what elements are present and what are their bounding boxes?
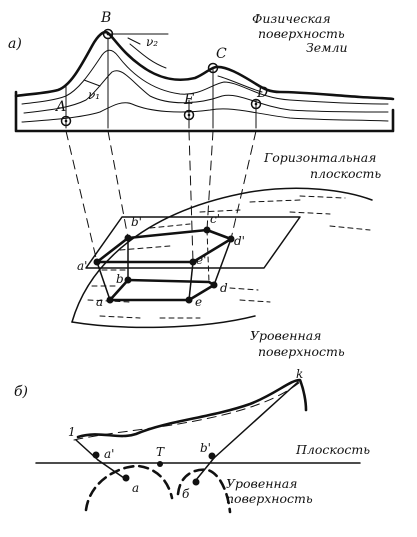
point-B-marker (102, 28, 114, 40)
label-nu2: ν₂ (146, 35, 158, 49)
part-b-diagram (35, 378, 361, 514)
caption-earth-2: поверхность (258, 26, 345, 41)
label-d-prime: d' (234, 234, 245, 248)
terrain-section (14, 28, 395, 133)
point-T (157, 461, 163, 467)
label-b-cyr: б (182, 487, 190, 501)
caption-earth-3: Земли (306, 40, 348, 55)
projection-lines (65, 130, 257, 301)
label-a-prime: a' (77, 259, 87, 273)
stratum-line (217, 75, 263, 93)
label-b: b (116, 272, 124, 286)
label-e: e (195, 295, 202, 309)
stratum-line (21, 102, 389, 123)
point-a-prime (93, 258, 101, 266)
point-C-marker (207, 62, 219, 74)
projection-line (65, 130, 257, 263)
point-E-marker (183, 109, 195, 121)
stratum-line (21, 49, 389, 105)
caption-level-2: поверхность (258, 344, 345, 359)
point-A-dot (64, 119, 68, 123)
point-a (106, 296, 114, 304)
point-b-prime-b (208, 452, 216, 460)
point-b-cyr (192, 478, 200, 486)
label-E: E (183, 92, 194, 108)
caption-level-1: Уровенная (250, 328, 321, 343)
plumb-lines (65, 37, 257, 129)
point-e (185, 296, 193, 304)
caption-plane-1: Горизонтальная (263, 150, 376, 165)
angle-marks (83, 37, 141, 87)
polygon-figure (93, 226, 235, 304)
polygon-edges (96, 237, 232, 301)
label-1: 1 (68, 425, 76, 439)
projection-b (97, 457, 215, 481)
point-d-prime (227, 235, 235, 243)
label-c-prime: c' (210, 212, 220, 226)
point-D-marker (250, 98, 262, 110)
stratum-line (23, 70, 389, 114)
section-box (14, 90, 395, 133)
caption-level-b-2: поверхность (226, 491, 313, 506)
level-surface (71, 187, 373, 329)
level-surface-outline (71, 187, 373, 323)
label-b-prime-b: b' (200, 441, 211, 455)
point-a-b (122, 474, 130, 482)
point-C-dot (211, 66, 215, 70)
point-e-prime (189, 258, 197, 266)
point-A-marker (60, 115, 72, 127)
label-a: a (96, 295, 103, 309)
stratum-line (129, 43, 167, 69)
label-B: B (100, 10, 111, 26)
part-a-label: а) (8, 36, 22, 52)
label-C: C (216, 46, 227, 62)
label-a-b: a (132, 481, 139, 495)
label-d: d (220, 281, 228, 295)
caption-plane-2: плоскость (310, 166, 381, 181)
point-b (124, 276, 132, 284)
level-surface-arcs (84, 464, 232, 514)
caption-plane-b: Плоскость (295, 442, 370, 457)
point-c-prime (203, 226, 211, 234)
label-T: T (156, 445, 165, 459)
surface-curve (76, 378, 308, 439)
part-b-label: б) (14, 384, 28, 400)
label-nu1: ν₁ (88, 88, 100, 102)
point-D-dot (254, 102, 258, 106)
point-E-dot (187, 113, 191, 117)
point-b-prime (124, 234, 132, 242)
level-surface-bottom (71, 315, 256, 329)
surface-chord (73, 381, 301, 441)
label-D: D (256, 85, 268, 101)
point-B-dot (106, 32, 110, 36)
point-d (210, 281, 218, 289)
horizontal-plane (85, 216, 301, 269)
label-e-prime: e' (196, 253, 206, 267)
point-a-prime-b (92, 451, 100, 459)
label-k: k (296, 367, 303, 381)
caption-earth-1: Физическая (252, 11, 331, 26)
label-a-prime-b: a' (104, 447, 114, 461)
label-b-prime: b' (131, 215, 142, 229)
upper-polygon (95, 228, 233, 264)
label-A: A (54, 99, 66, 115)
earth-surface-profile (14, 30, 395, 101)
caption-level-b-1: Уровенная (226, 476, 297, 491)
